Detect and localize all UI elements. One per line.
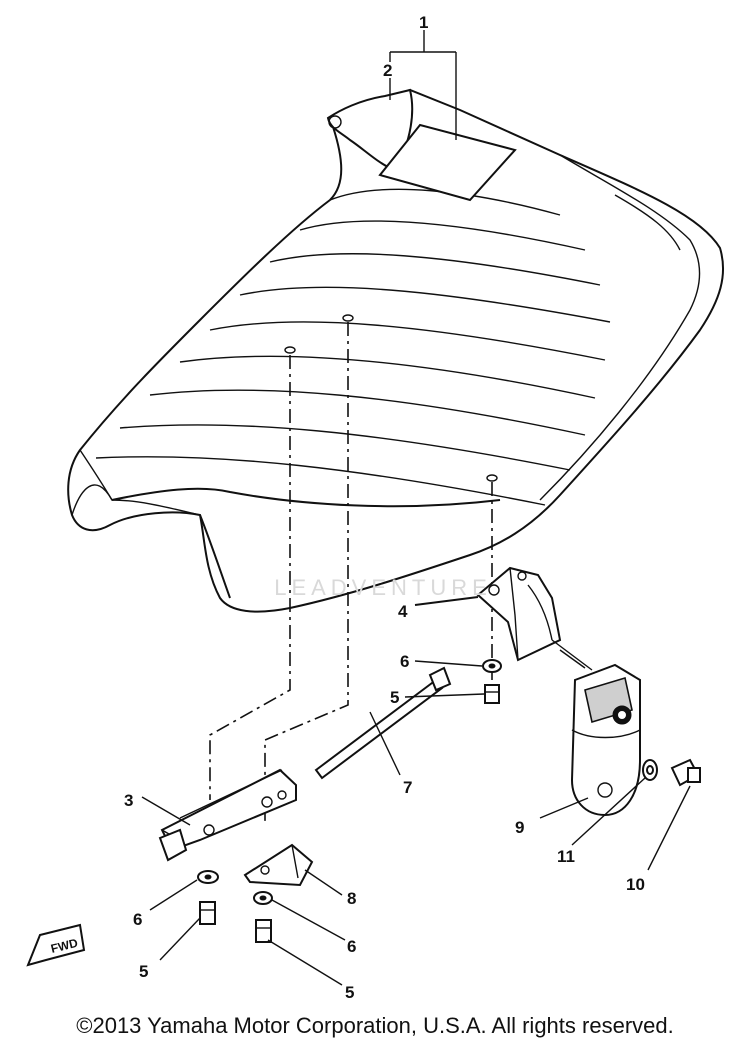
washer-6-and-bolt-5-lower-left: [197, 870, 219, 925]
callout-5-lower-middle: 5: [345, 983, 354, 1002]
watermark: LEADVENTURE: [274, 575, 492, 600]
washer-6-and-bolt-5-lower-middle: [253, 891, 273, 943]
callout-5-upper: 5: [390, 688, 399, 707]
fwd-label: FWD: [49, 936, 79, 956]
washer-11-and-bolt-10: [642, 758, 701, 787]
callout-8: 8: [347, 889, 356, 908]
callout-10: 10: [626, 875, 645, 894]
callout-9: 9: [515, 818, 524, 837]
callout-1: 1: [419, 13, 428, 32]
washer-6-and-bolt-5-upper: [482, 659, 502, 704]
callout-1-2-bracket: [389, 30, 457, 140]
callout-5-lower-left: 5: [139, 962, 148, 981]
callout-6-upper: 6: [400, 652, 409, 671]
hinge-bracket: [414, 566, 562, 662]
seat-lock: [551, 639, 641, 817]
callout-2: 2: [383, 61, 392, 80]
callout-7: 7: [403, 778, 412, 797]
callout-6-lower-middle: 6: [347, 937, 356, 956]
seat-assembly: [67, 88, 724, 613]
callout-4: 4: [398, 602, 408, 621]
copyright-notice: ©2013 Yamaha Motor Corporation, U.S.A. A…: [76, 1013, 674, 1038]
shaft-7: [314, 666, 452, 780]
lower-bracket-3: [158, 768, 297, 862]
callout-3: 3: [124, 791, 133, 810]
callout-6-lower-left: 6: [133, 910, 142, 929]
small-bracket-8: [243, 843, 314, 887]
leader-lines: [141, 660, 691, 986]
callout-11: 11: [557, 847, 575, 866]
fwd-arrow-icon: FWD: [26, 923, 86, 967]
callout-labels: 1 2 4 6 5 7 3 6 5 8 6 5 9 11 10: [124, 13, 645, 1002]
